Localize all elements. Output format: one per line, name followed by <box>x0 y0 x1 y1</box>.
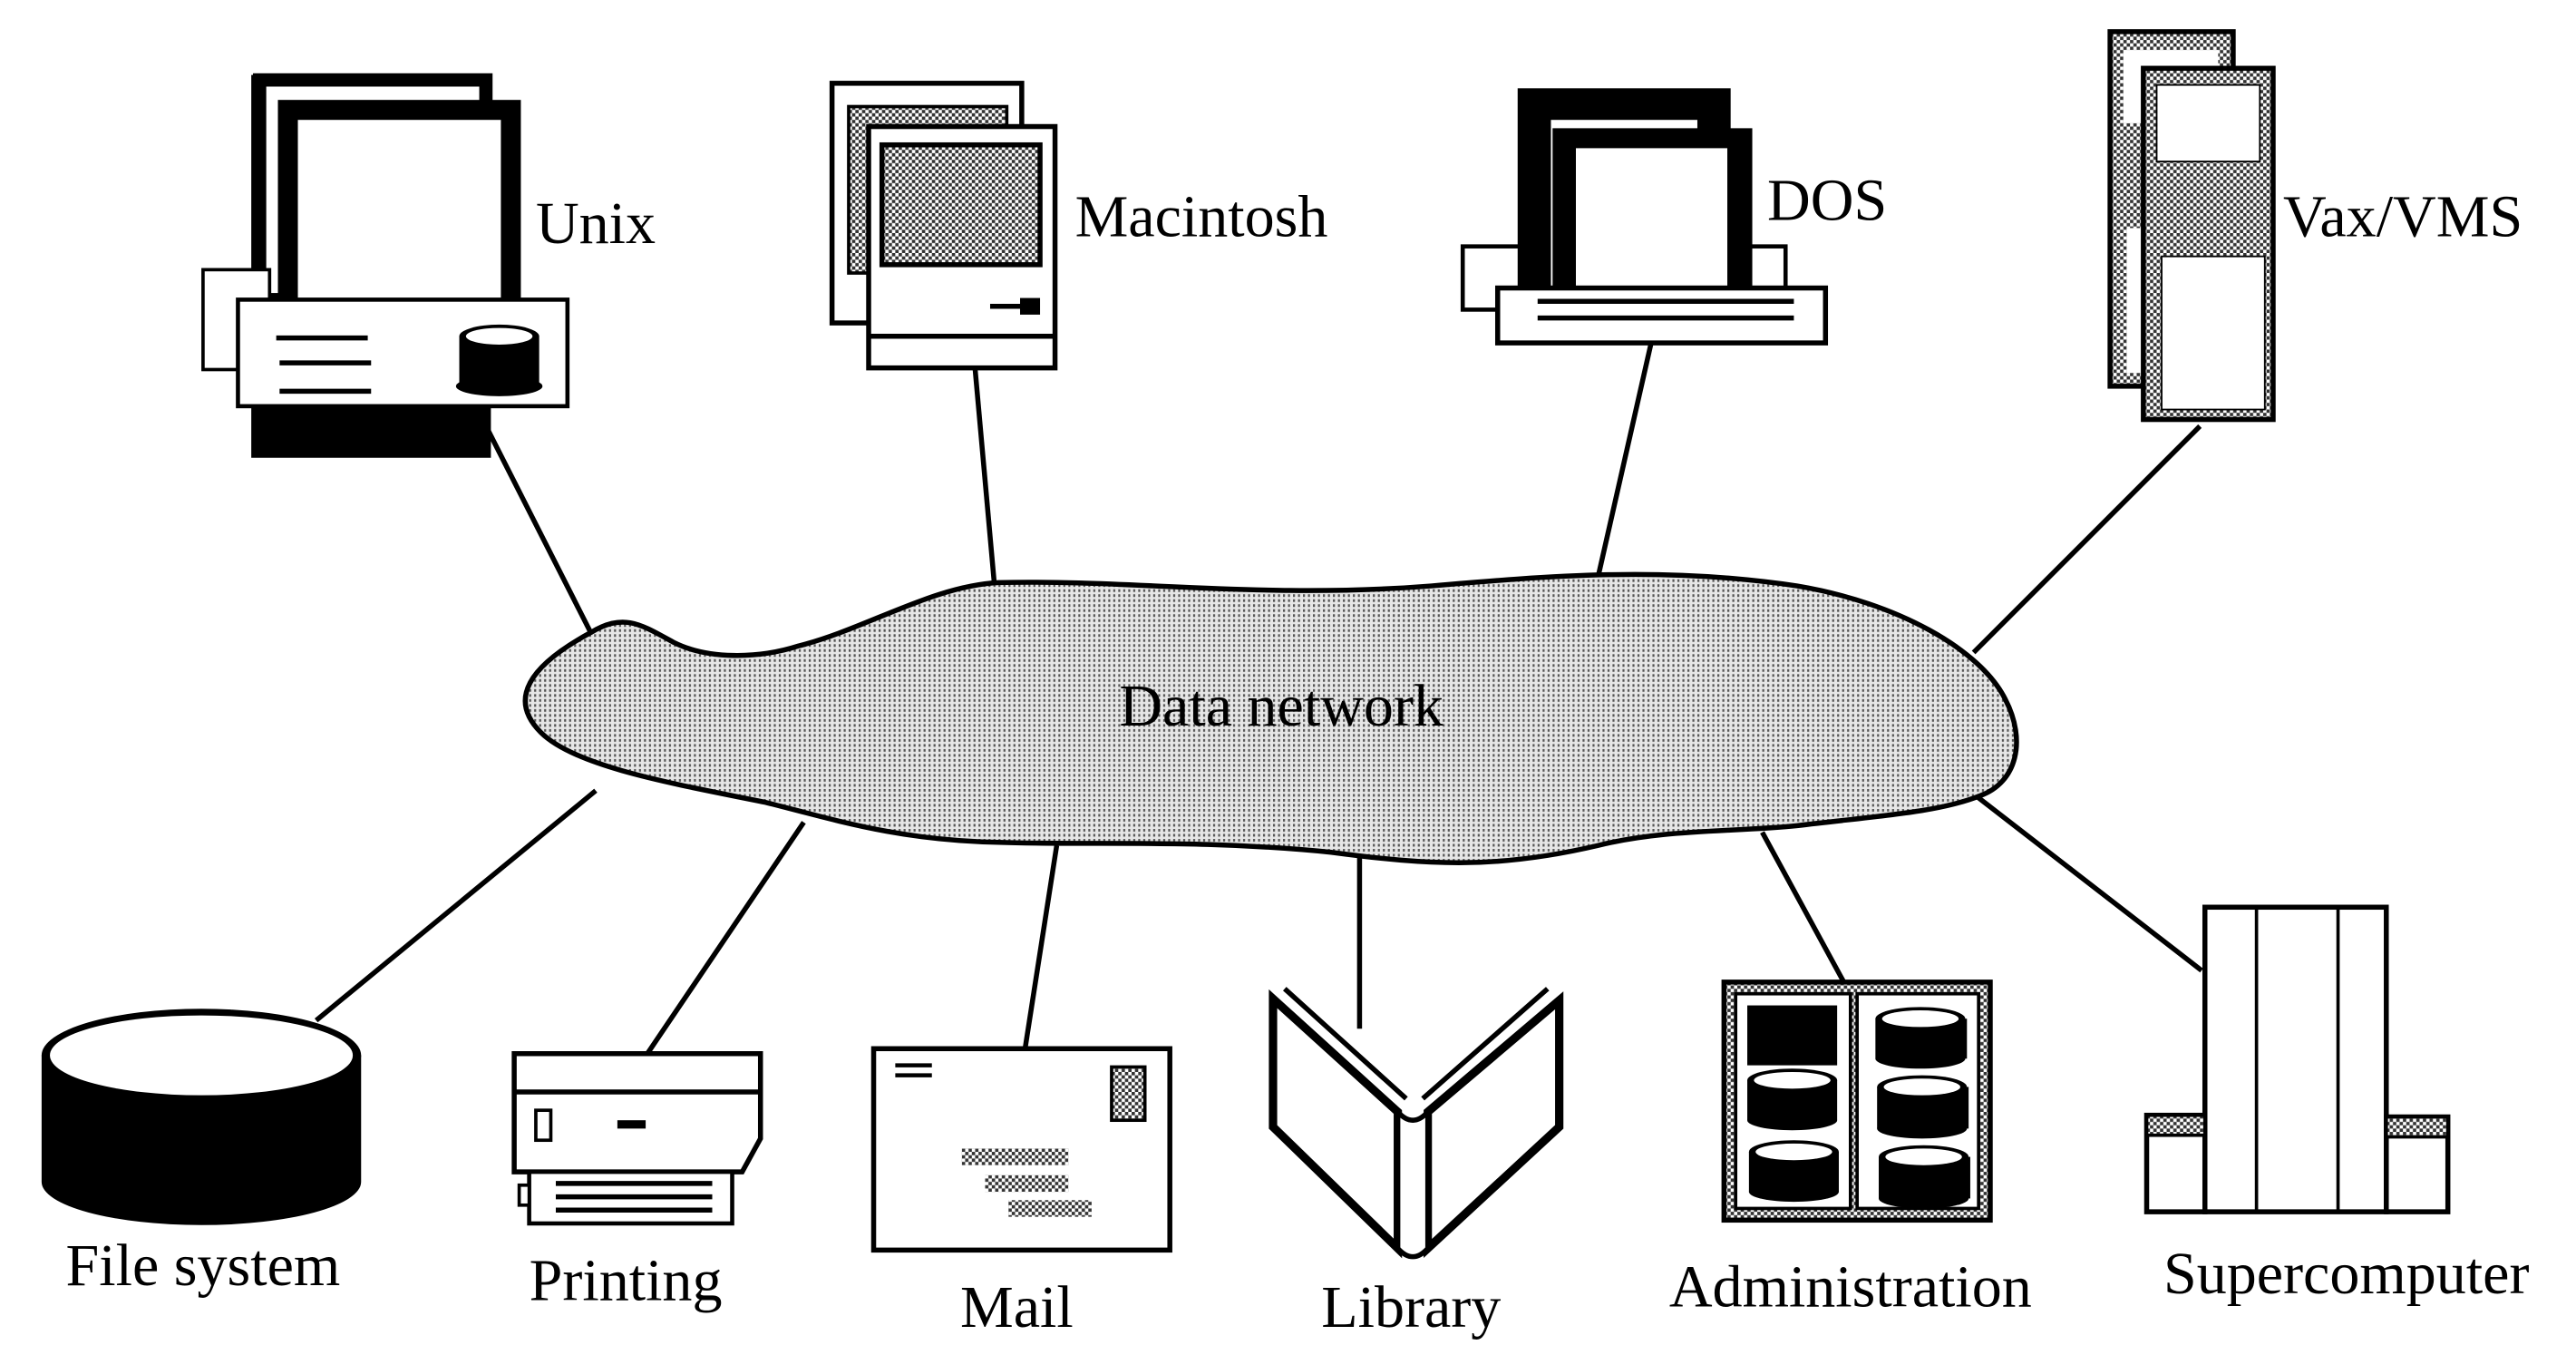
disk-cabinet-icon <box>1721 980 1993 1223</box>
node-unix[interactable]: Unix <box>201 73 656 458</box>
data-network-label: Data network <box>1119 673 1444 739</box>
supercomputer-icon <box>2143 904 2451 1214</box>
macintosh-label: Macintosh <box>1075 184 1328 250</box>
data-network-node[interactable]: Data network <box>522 571 2019 865</box>
link-supercomputer <box>1971 792 2203 973</box>
unix-label: Unix <box>536 190 656 257</box>
mail-label: Mail <box>960 1274 1074 1340</box>
filesystem-label: File system <box>66 1233 341 1299</box>
node-printing[interactable]: Printing <box>511 1051 763 1314</box>
administration-label: Administration <box>1669 1254 2032 1321</box>
link-administration <box>1760 831 1846 984</box>
node-library[interactable]: Library <box>1269 987 1564 1340</box>
disk-cylinder-icon <box>41 1009 362 1225</box>
link-dos <box>1595 344 1654 580</box>
macintosh-icon <box>829 81 1058 371</box>
link-printing <box>645 821 806 1056</box>
node-filesystem[interactable]: File system <box>41 1009 362 1299</box>
disk-stack <box>1747 1007 1970 1209</box>
library-label: Library <box>1321 1274 1501 1340</box>
dos-label: DOS <box>1767 167 1887 233</box>
node-administration[interactable]: Administration <box>1669 980 2032 1321</box>
node-macintosh[interactable]: Macintosh <box>829 81 1328 371</box>
pc-icon <box>1460 88 1829 346</box>
link-vax <box>1971 424 2202 655</box>
minicomputer-icon <box>2107 29 2276 423</box>
node-vax[interactable]: Vax/VMS <box>2107 29 2523 423</box>
printer-icon <box>511 1051 763 1226</box>
node-mail[interactable]: Mail <box>870 1046 1172 1340</box>
link-macintosh <box>972 369 998 593</box>
link-mail <box>1022 844 1060 1049</box>
link-filesystem <box>314 788 598 1023</box>
node-supercomputer[interactable]: Supercomputer <box>2143 904 2530 1307</box>
book-icon <box>1269 987 1564 1260</box>
printing-label: Printing <box>530 1247 723 1313</box>
envelope-icon <box>870 1046 1172 1253</box>
vax-label: Vax/VMS <box>2283 184 2523 250</box>
connection-lines <box>314 344 2203 1056</box>
workstation-icon <box>201 73 570 458</box>
supercomputer-label: Supercomputer <box>2163 1241 2530 1307</box>
network-cloud-shape <box>522 571 2019 865</box>
node-dos[interactable]: DOS <box>1460 88 1887 346</box>
link-unix <box>475 408 593 634</box>
